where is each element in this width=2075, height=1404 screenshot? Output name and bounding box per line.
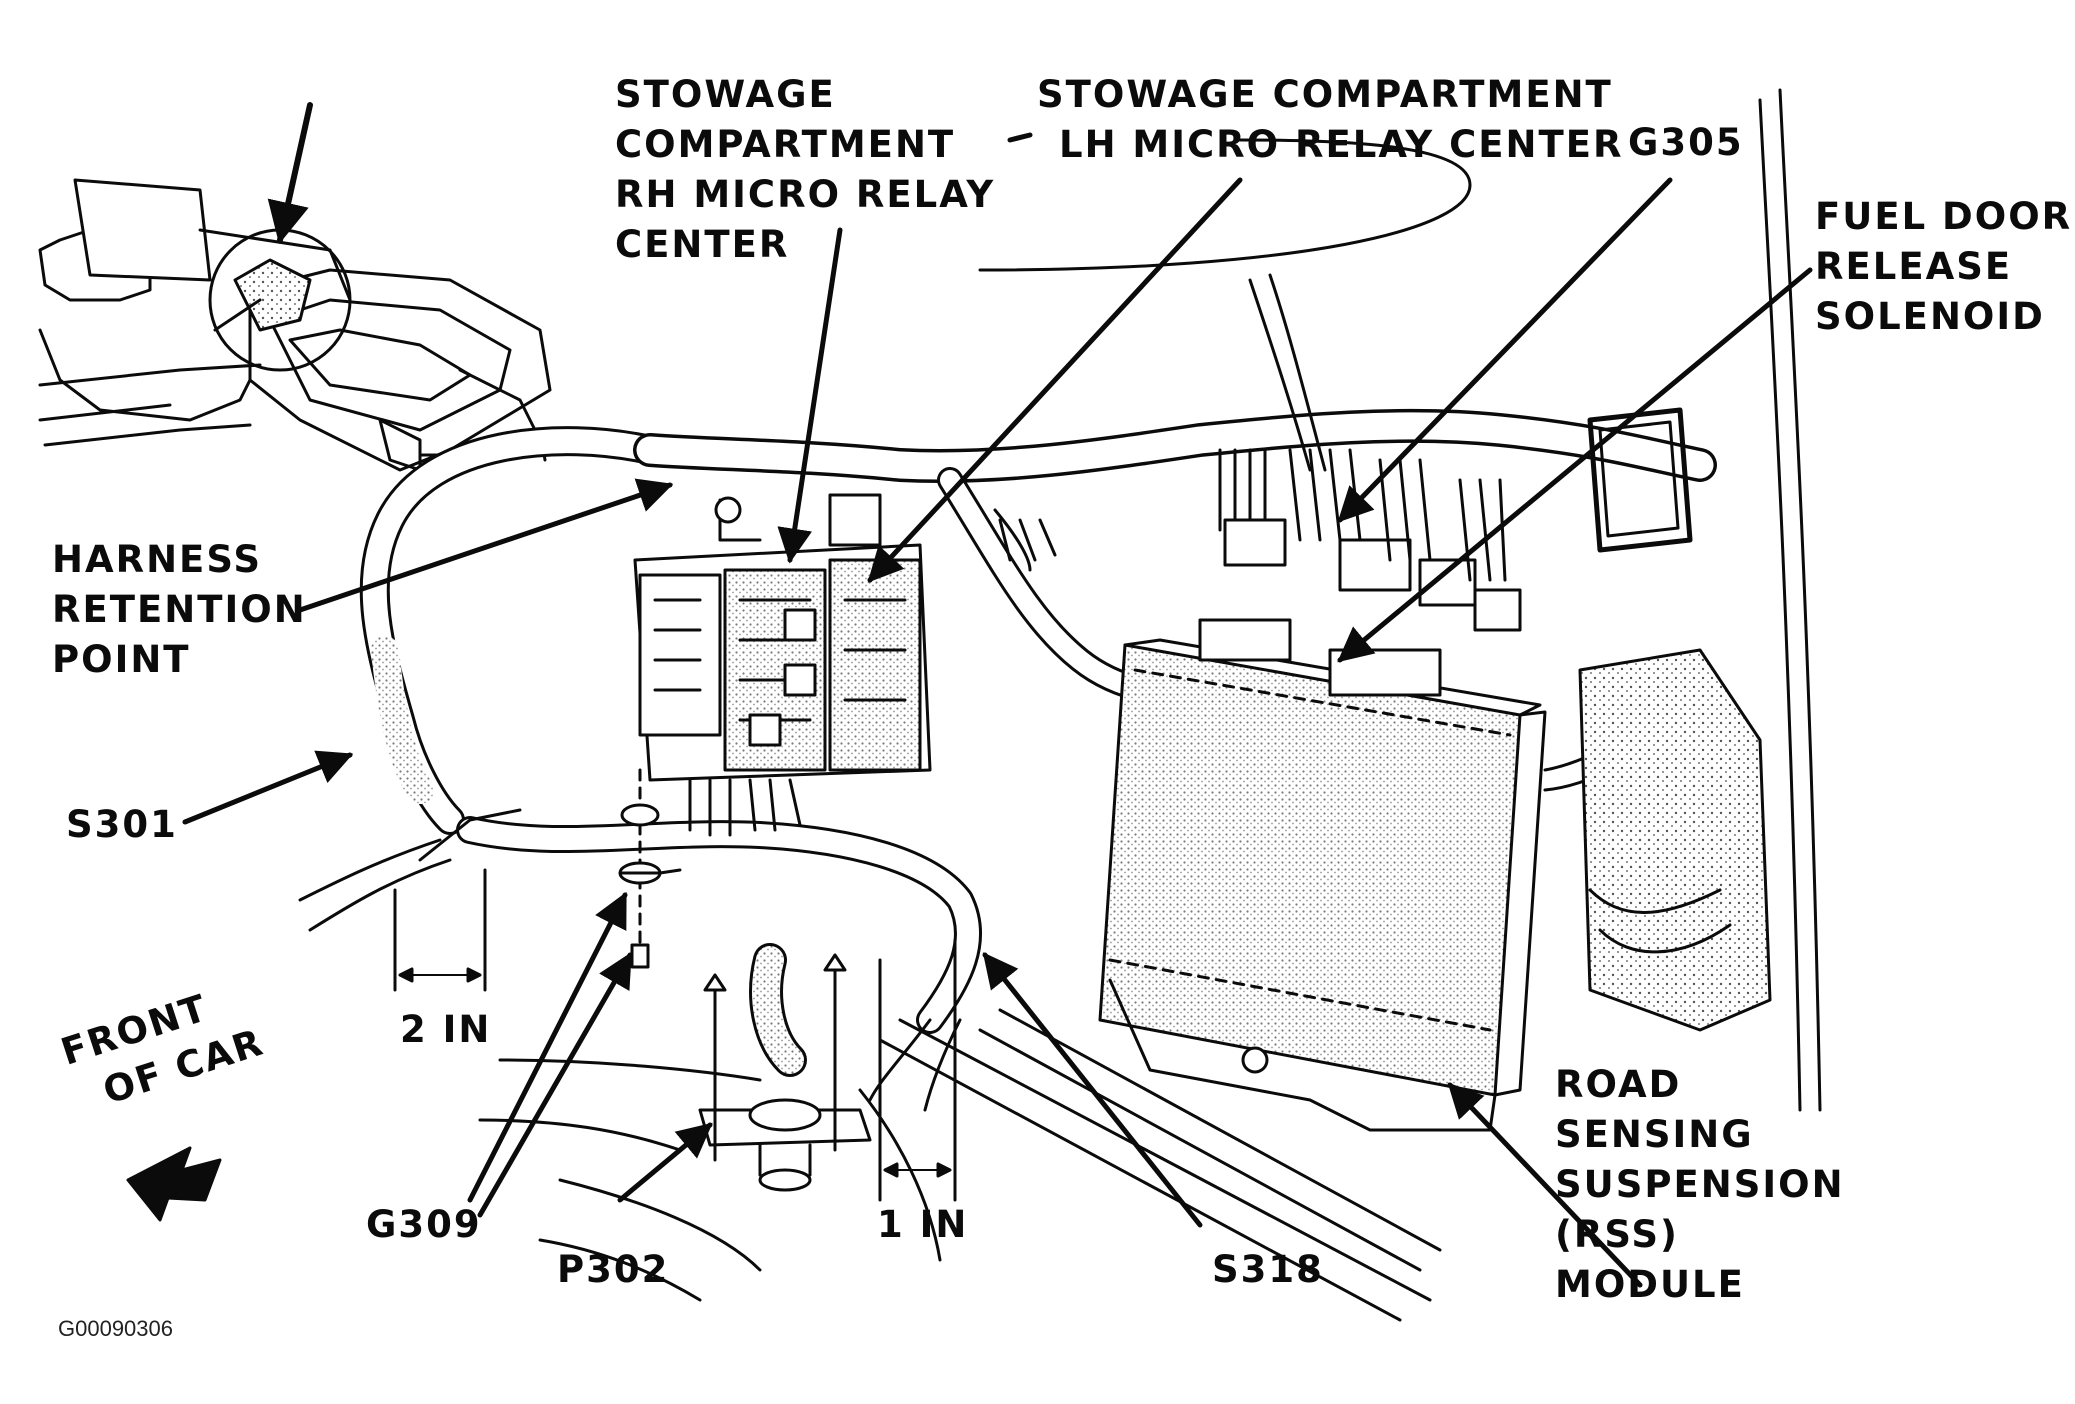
label-line: RELEASE [1815, 245, 2013, 288]
label-line: G305 [1628, 121, 1744, 164]
car-locator-inset [38, 102, 552, 479]
label-line: COMPARTMENT [615, 123, 956, 166]
label-line: CENTER [615, 223, 790, 266]
label-line: RH MICRO RELAY [615, 173, 996, 216]
label-stowage-lh-relay-center: STOWAGE COMPARTMENT LH MICRO RELAY CENTE… [1037, 70, 1624, 170]
label-line: STOWAGE COMPARTMENT [1037, 73, 1613, 116]
label-rss-module: ROAD SENSING SUSPENSION (RSS) MODULE [1555, 1060, 1845, 1310]
label-stowage-rh-relay-center: STOWAGE COMPARTMENT RH MICRO RELAY CENTE… [615, 70, 995, 270]
label-line: SUSPENSION [1555, 1163, 1845, 1206]
label-line: MODULE [1555, 1263, 1745, 1306]
label-line: G309 [366, 1203, 482, 1246]
dimension-2in [393, 868, 487, 992]
label-line: (RSS) [1555, 1213, 1679, 1256]
label-line: S318 [1212, 1248, 1324, 1291]
label-line: LH MICRO RELAY CENTER [1059, 123, 1624, 166]
front-of-car-arrow-shape [126, 1146, 222, 1222]
body-panel [1578, 88, 1822, 1112]
label-g309: G309 [366, 1200, 482, 1250]
label-line: SENSING [1555, 1113, 1754, 1156]
label-line: RETENTION [52, 588, 307, 631]
label-1-in: 1 IN [877, 1200, 968, 1250]
label-s301: S301 [66, 800, 178, 850]
figure-code: G00090306 [58, 1316, 173, 1341]
label-harness-retention-point: HARNESS RETENTION POINT [52, 535, 307, 685]
dimension-1in [878, 938, 957, 1202]
module-connectors [1218, 273, 1522, 632]
label-line: FUEL DOOR [1815, 195, 2073, 238]
label-line: 2 IN [400, 1008, 492, 1051]
label-s318: S318 [1212, 1245, 1324, 1295]
label-g305: G305 [1628, 118, 1744, 168]
relay-centers [633, 493, 932, 837]
rss-module-drawing [1098, 618, 1712, 1132]
label-line: HARNESS [52, 538, 262, 581]
g309-ground [618, 768, 682, 969]
label-p302: P302 [557, 1245, 669, 1295]
label-2-in: 2 IN [400, 1005, 491, 1055]
label-line: STOWAGE [615, 73, 836, 116]
label-line: SOLENOID [1815, 295, 2045, 338]
label-line: POINT [52, 638, 191, 681]
label-line: P302 [557, 1248, 670, 1291]
label-line: 1 IN [877, 1203, 969, 1246]
label-line: S301 [66, 803, 178, 846]
floor-pan [478, 1008, 1442, 1322]
p302-connector [698, 943, 872, 1192]
label-line: ROAD [1555, 1063, 1682, 1106]
label-fuel-door-release-solenoid: FUEL DOOR RELEASE SOLENOID [1815, 192, 2072, 342]
leader-lines [182, 132, 1813, 1288]
wiring-harness [298, 408, 1717, 1112]
